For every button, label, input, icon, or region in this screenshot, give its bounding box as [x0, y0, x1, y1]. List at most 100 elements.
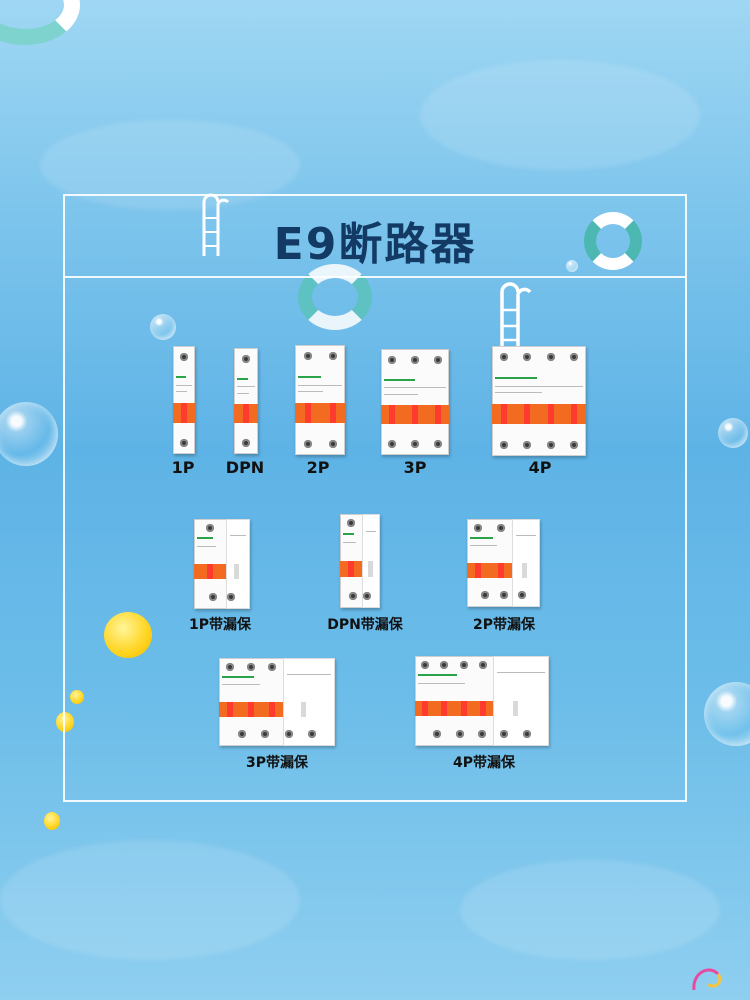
product-frame [63, 194, 687, 802]
label-line [495, 392, 542, 394]
test-lever [301, 702, 307, 717]
label-1p-rcbo: 1P带漏保 [188, 617, 252, 633]
label-line [222, 684, 261, 686]
terminal-screw-icon [517, 591, 526, 599]
terminal-screw-icon [268, 663, 277, 671]
label-2p: 2P [306, 458, 330, 477]
label-line [237, 392, 249, 394]
toggle-handle [243, 404, 249, 424]
terminal-screw-icon [499, 441, 508, 449]
page-title: E9断路器 [273, 219, 477, 270]
label-line [495, 385, 583, 387]
terminal-screw-icon [478, 730, 486, 738]
rubber-duck-icon [44, 812, 60, 830]
terminal-screw-icon [440, 661, 449, 669]
brand-stripe [237, 377, 248, 380]
terminal-screw-icon [242, 355, 250, 363]
test-lever [521, 563, 527, 578]
toggle-handle [207, 564, 213, 580]
label-line [384, 393, 418, 395]
toggle-handle [480, 701, 487, 717]
label-2p-rcbo: 2P带漏保 [472, 617, 536, 633]
swirl-icon [692, 968, 722, 991]
toggle-handle [304, 403, 311, 424]
orange-band [492, 404, 586, 425]
terminal-screw-icon [362, 592, 371, 600]
toggle-handle [524, 404, 531, 425]
toggle-handle [497, 563, 504, 578]
terminal-screw-icon [328, 352, 337, 360]
label-line [418, 683, 465, 684]
test-lever [368, 561, 374, 577]
brand-stripe [495, 376, 538, 379]
terminal-screw-icon [523, 353, 532, 361]
title-bar: E9断路器 [63, 194, 687, 278]
breaker-2p [295, 345, 345, 455]
breaker-body [492, 346, 586, 456]
test-lever [234, 564, 240, 580]
rcbo-dpn [340, 514, 380, 608]
brand-stripe [470, 536, 493, 539]
toggle-handle [329, 403, 336, 424]
terminal-screw-icon [303, 440, 312, 448]
test-lever [512, 701, 518, 717]
terminal-screw-icon [225, 663, 234, 671]
terminal-screw-icon [206, 524, 214, 532]
brand-stripe [222, 675, 254, 678]
label-line [497, 672, 545, 674]
terminal-screw-icon [242, 439, 250, 447]
terminal-screw-icon [180, 353, 188, 361]
terminal-screw-icon [347, 519, 355, 527]
terminal-screw-icon [307, 730, 316, 738]
label-line [298, 391, 323, 393]
toggle-handle [412, 405, 418, 425]
label-line [176, 384, 192, 386]
toggle-handle [181, 403, 187, 423]
swim-ring-icon [0, 0, 80, 45]
label-line [287, 673, 331, 675]
label-4p-rcbo: 4P带漏保 [452, 755, 516, 771]
toggle-handle [475, 563, 482, 578]
terminal-screw-icon [459, 661, 468, 669]
terminal-screw-icon [180, 439, 188, 447]
orange-band [467, 563, 512, 578]
toggle-handle [421, 701, 428, 717]
terminal-screw-icon [570, 353, 579, 361]
label-3p: 3P [403, 458, 427, 477]
terminal-screw-icon [474, 524, 483, 532]
brand-stripe [343, 532, 354, 535]
terminal-screw-icon [546, 353, 555, 361]
toggle-handle [269, 702, 276, 717]
label-line [230, 535, 246, 537]
breaker-body [295, 345, 345, 455]
terminal-screw-icon [499, 591, 508, 599]
toggle-handle [226, 702, 233, 717]
brand-stripe [384, 378, 415, 381]
toggle-handle [248, 702, 254, 717]
terminal-screw-icon [433, 730, 442, 738]
rubber-duck-icon [70, 690, 84, 704]
bubble-icon [566, 260, 578, 272]
label-line [343, 542, 357, 544]
bubble-icon [0, 402, 58, 466]
breaker-dpn [234, 348, 258, 454]
terminal-screw-icon [328, 440, 337, 448]
terminal-screw-icon [284, 730, 293, 738]
label-3p-rcbo: 3P带漏保 [245, 755, 309, 771]
label-line [176, 391, 187, 393]
terminal-screw-icon [570, 441, 579, 449]
terminal-screw-icon [500, 730, 509, 738]
brand-stripe [197, 537, 213, 539]
label-dpn: DPN [225, 458, 265, 477]
pool-ladder-icon [500, 282, 532, 348]
terminal-screw-icon [522, 730, 531, 738]
toggle-handle [348, 561, 354, 577]
terminal-screw-icon [433, 440, 442, 448]
breaker-3p [381, 349, 449, 455]
bubble-icon [704, 682, 750, 746]
terminal-screw-icon [479, 661, 488, 669]
terminal-screw-icon [388, 440, 397, 448]
terminal-screw-icon [411, 440, 419, 448]
terminal-screw-icon [546, 441, 555, 449]
